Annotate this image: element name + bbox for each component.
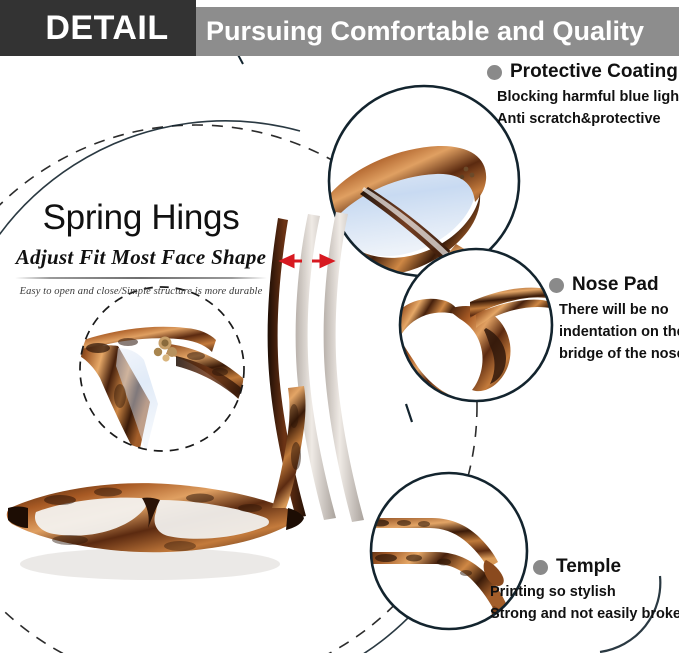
circle-outline-temple [369, 471, 529, 631]
callout-line: Strong and not easily broken [490, 605, 679, 622]
illustration-stage: Spring Hings Adjust Fit Most Face Shape … [0, 56, 679, 653]
callout-temple-title: Temple [556, 556, 622, 577]
callout-temple-body: Printing so stylish Strong and not easil… [490, 582, 679, 626]
circle-outline-spring-hinge [79, 286, 245, 452]
bullet-dot-icon [549, 277, 564, 293]
callout-protective-coating-title: Protective Coating [510, 61, 678, 82]
callout-nose-pad-title: Nose Pad [572, 274, 659, 295]
photo-temple [371, 473, 527, 629]
spring-hinge-title: Spring Hings [42, 198, 240, 237]
callout-nose-pad: Nose Pad There will be no indentation on… [549, 274, 679, 365]
callout-line: Blocking harmful blue light [497, 89, 679, 105]
spring-hinge-caption: Easy to open and close/Simple structure … [19, 285, 263, 297]
page-header: DETAIL Pursuing Comfortable and Quality [0, 0, 679, 56]
callout-line: bridge of the nose [559, 345, 679, 362]
spring-hinge-subtitle: Adjust Fit Most Face Shape [15, 244, 267, 269]
header-badge-label: DETAIL [45, 8, 169, 47]
photo-spring-hinge [80, 287, 244, 451]
bullet-dot-icon [487, 64, 502, 80]
callout-temple: Temple Printing so stylish Strong and no… [490, 556, 679, 626]
callout-protective-coating: Protective Coating Blocking harmful blue… [487, 61, 679, 131]
bullet-dot-icon [533, 559, 548, 575]
red-expand-arrows [278, 253, 336, 269]
photo-folded-glasses [6, 386, 306, 580]
callout-nose-pad-header: Nose Pad [549, 274, 679, 296]
callout-line: Anti scratch&protective [497, 110, 661, 127]
header-dark-panel [0, 0, 196, 56]
callout-line: indentation on the [559, 323, 679, 340]
temple-arms-comparison [267, 212, 364, 522]
callout-line: Printing so stylish [490, 584, 616, 600]
circle-outline-nose-pad [398, 247, 554, 403]
spring-hinge-text-block: Spring Hings Adjust Fit Most Face Shape … [10, 198, 272, 297]
photo-protective-coating [329, 86, 519, 276]
callout-protective-coating-body: Blocking harmful blue light Anti scratch… [497, 87, 679, 131]
illustration-artwork [0, 56, 662, 653]
callout-line: There will be no [559, 302, 669, 318]
callout-temple-header: Temple [533, 556, 679, 578]
callout-nose-pad-body: There will be no indentation on the brid… [559, 300, 679, 365]
divider-rule [15, 276, 267, 279]
header-tagline: Pursuing Comfortable and Quality [206, 16, 645, 46]
callout-protective-coating-header: Protective Coating [487, 61, 679, 83]
